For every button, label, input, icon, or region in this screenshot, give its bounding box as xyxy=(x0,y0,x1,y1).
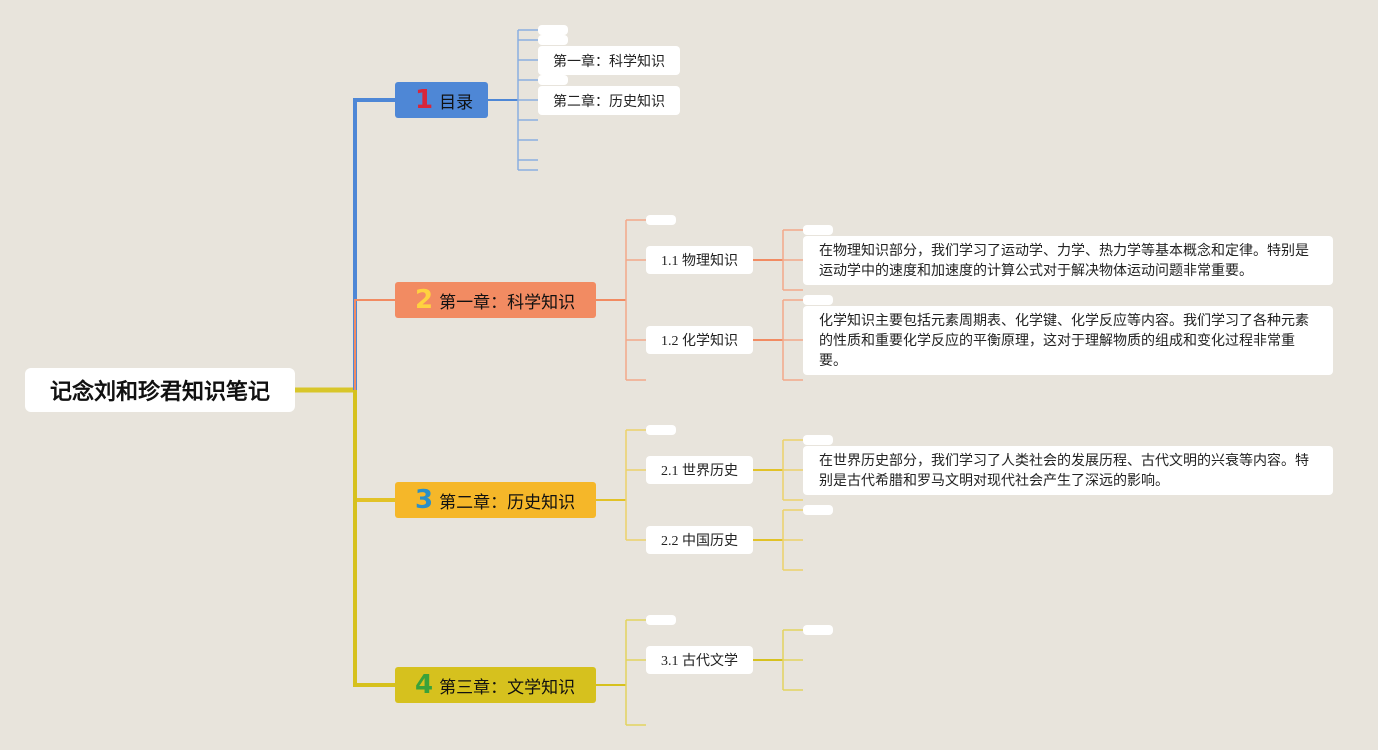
branch-toc[interactable]: 1 目录 xyxy=(395,82,488,118)
subtopic-physics[interactable]: 1.1 物理知识 xyxy=(646,246,753,274)
empty-topic[interactable] xyxy=(803,505,833,515)
branch-chapter-literature[interactable]: 4 第三章：文学知识 xyxy=(395,667,596,703)
branch-chapter-science[interactable]: 2 第一章：科学知识 xyxy=(395,282,596,318)
empty-topic[interactable] xyxy=(538,25,568,35)
subtopic-chinese-history[interactable]: 2.2 中国历史 xyxy=(646,526,753,554)
empty-topic[interactable] xyxy=(803,295,833,305)
branch-number: 4 xyxy=(415,670,434,700)
empty-topic[interactable] xyxy=(646,425,676,435)
empty-topic[interactable] xyxy=(538,35,568,45)
subtopic-chemistry[interactable]: 1.2 化学知识 xyxy=(646,326,753,354)
branch-number: 3 xyxy=(415,485,434,515)
subtopic-ancient-literature[interactable]: 3.1 古代文学 xyxy=(646,646,753,674)
branch-chapter-history[interactable]: 3 第二章：历史知识 xyxy=(395,482,596,518)
toc-item-chapter-2[interactable]: 第二章：历史知识 xyxy=(538,86,680,115)
empty-topic[interactable] xyxy=(803,625,833,635)
branch-label: 第一章：科学知识 xyxy=(439,292,576,313)
branch-label: 第三章：文学知识 xyxy=(439,677,576,698)
note-world-history[interactable]: 在世界历史部分，我们学习了人类社会的发展历程、古代文明的兴衰等内容。特别是古代希… xyxy=(803,446,1333,495)
branch-number: 1 xyxy=(415,85,434,115)
note-chemistry[interactable]: 化学知识主要包括元素周期表、化学键、化学反应等内容。我们学习了各种元素的性质和重… xyxy=(803,306,1333,375)
root-topic[interactable]: 记念刘和珍君知识笔记 xyxy=(25,368,295,412)
empty-topic[interactable] xyxy=(803,435,833,445)
empty-topic[interactable] xyxy=(803,225,833,235)
note-physics[interactable]: 在物理知识部分，我们学习了运动学、力学、热力学等基本概念和定律。特别是运动学中的… xyxy=(803,236,1333,285)
subtopic-world-history[interactable]: 2.1 世界历史 xyxy=(646,456,753,484)
toc-item-chapter-1[interactable]: 第一章：科学知识 xyxy=(538,46,680,75)
branch-label: 第二章：历史知识 xyxy=(439,492,576,513)
empty-topic[interactable] xyxy=(538,75,568,85)
empty-topic[interactable] xyxy=(646,615,676,625)
empty-topic[interactable] xyxy=(646,215,676,225)
branch-label: 目录 xyxy=(439,92,474,113)
branch-number: 2 xyxy=(415,285,434,315)
